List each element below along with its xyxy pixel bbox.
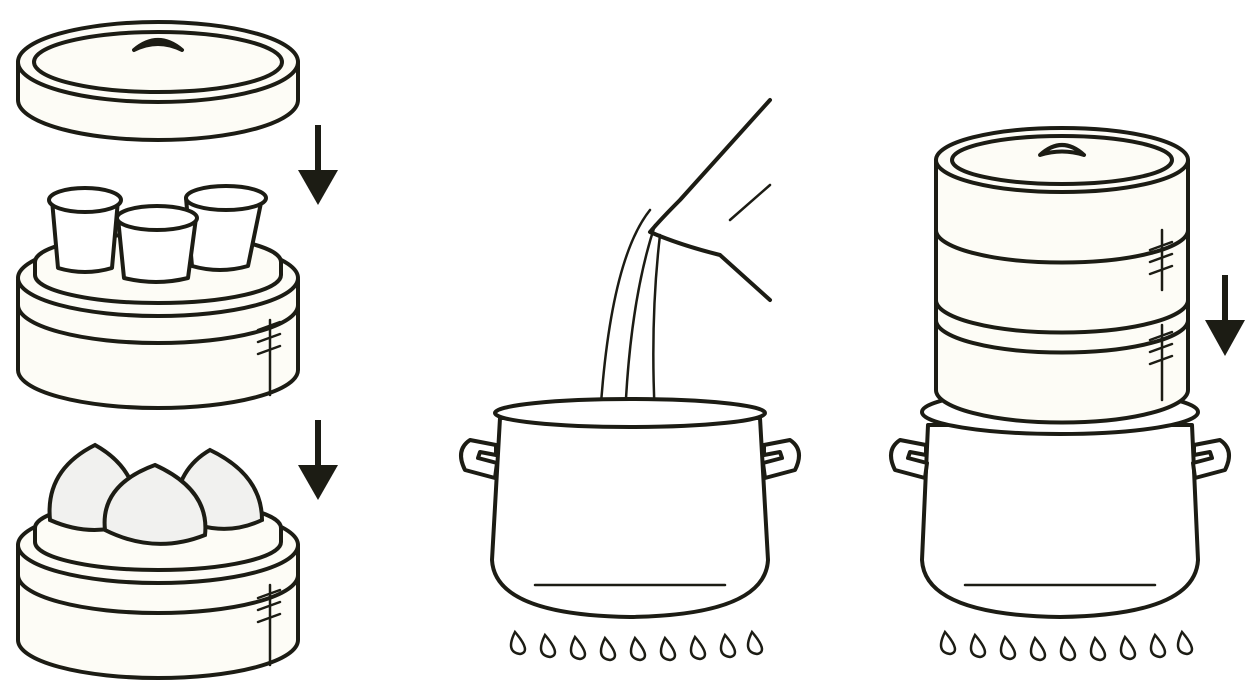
down-arrow-icon: [298, 420, 338, 500]
water-stream: [598, 208, 662, 420]
gas-flame-icon: [939, 629, 1194, 662]
cooking-pot: [459, 397, 801, 619]
bao-bun: [47, 442, 265, 546]
shumai-dumpling: [47, 184, 268, 284]
down-arrow-icon: [298, 125, 338, 205]
gas-flame-icon: [509, 629, 764, 662]
steamer-lid: [16, 20, 300, 142]
bao-bun-steamer-basket: [16, 442, 300, 680]
shumai-steamer-basket: [16, 184, 300, 410]
down-arrow-icon: [1205, 275, 1245, 356]
steamer-stack: [934, 126, 1190, 425]
water-pitcher: [648, 98, 772, 302]
